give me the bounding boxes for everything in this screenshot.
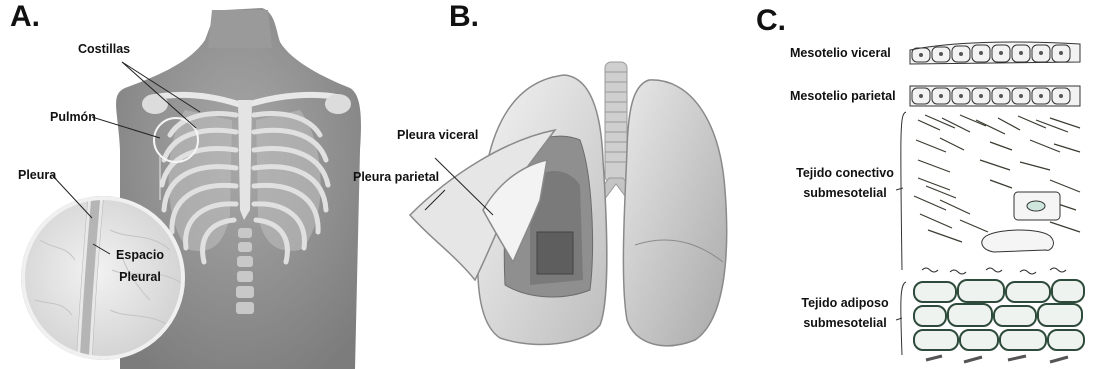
- panel-a-letter: A.: [10, 0, 40, 34]
- panel-c-letter: C.: [756, 4, 786, 38]
- label-conectivo-submesotelial: submesotelial: [790, 186, 900, 201]
- label-pleura: Pleura: [18, 168, 56, 183]
- thorax-illustration: [0, 0, 365, 369]
- label-mesotelio-parietal: Mesotelio parietal: [790, 89, 896, 104]
- label-tejido-adiposo: Tejido adiposo: [790, 296, 900, 311]
- panel-b-lungs: B. Pleura viceral Pleura parietal: [365, 0, 750, 369]
- label-tejido-conectivo: Tejido conectivo: [790, 166, 900, 181]
- panel-a-thorax: A. Costillas Pulmón Pleura Espacio Pleur…: [0, 0, 365, 369]
- panel-c-histology: C. Mesotelio viceral Mesotelio parietal …: [750, 0, 1098, 369]
- label-pleura-parietal: Pleura parietal: [353, 170, 439, 185]
- left-lung: [623, 80, 726, 346]
- label-costillas: Costillas: [78, 42, 130, 57]
- visceral-mesothelium-cells: [910, 42, 1080, 64]
- label-pulmon: Pulmón: [50, 110, 96, 125]
- connective-tissue-fibers: [914, 115, 1080, 248]
- panel-b-letter: B.: [449, 0, 479, 34]
- label-mesotelio-visceral: Mesotelio viceral: [790, 46, 891, 61]
- label-pleura-visceral: Pleura viceral: [397, 128, 478, 143]
- parietal-mesothelium-cells: [910, 86, 1080, 106]
- label-adiposo-submesotelial: submesotelial: [790, 316, 900, 331]
- label-pleural: Pleural: [110, 270, 170, 285]
- label-espacio: Espacio: [110, 248, 170, 263]
- adipose-cells: [914, 280, 1084, 350]
